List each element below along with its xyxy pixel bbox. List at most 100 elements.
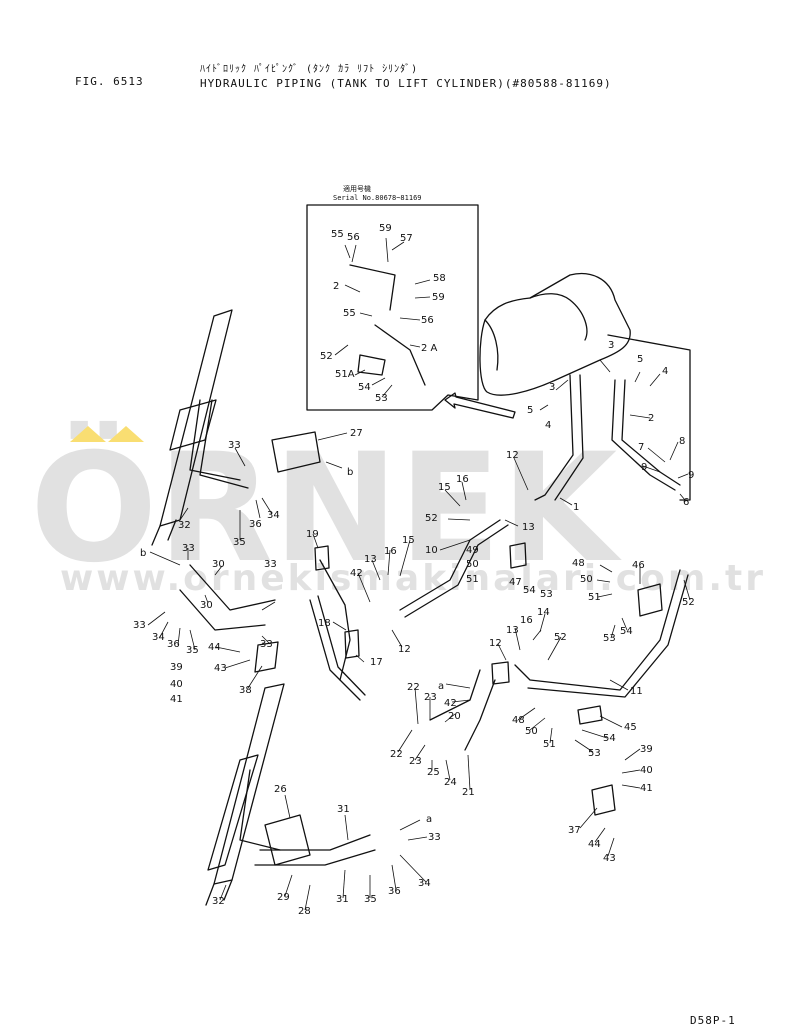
callout-c12b: 12 xyxy=(398,644,411,655)
callout-c39b: 39 xyxy=(640,744,653,755)
callout-c34a: 34 xyxy=(267,510,280,521)
callout-c18: 18 xyxy=(318,618,331,629)
hose-upper xyxy=(189,399,241,481)
figure-number: FIG. 6513 xyxy=(75,75,144,88)
callout-c34b: 34 xyxy=(152,632,165,643)
block-27 xyxy=(271,431,321,473)
callout-c23b: 23 xyxy=(409,756,422,767)
inset-tube-2 xyxy=(349,264,396,311)
callout-c15a: 15 xyxy=(438,482,451,493)
callout-c54a: 54 xyxy=(523,585,536,596)
callout-c14: 14 xyxy=(537,607,550,618)
bracket-38 xyxy=(254,641,279,673)
callout-c35c: 35 xyxy=(364,894,377,905)
callout-c44b: 44 xyxy=(588,839,601,850)
callout-c43a: 43 xyxy=(214,663,227,674)
callout-c40b: 40 xyxy=(640,765,653,776)
callout-c21: 21 xyxy=(462,787,475,798)
callout-c31a: 31 xyxy=(337,804,350,815)
callout-c17: 17 xyxy=(370,657,383,668)
callout-c50a: 50 xyxy=(466,559,479,570)
watermark-accent-right xyxy=(108,426,144,442)
callout-c24: 24 xyxy=(444,777,457,788)
callout-c12c: 12 xyxy=(489,638,502,649)
lift-cylinder-lower xyxy=(205,683,285,906)
callout-c36a: 36 xyxy=(249,519,262,530)
bracket-45 xyxy=(577,705,603,725)
callout-c48a: 48 xyxy=(572,558,585,569)
hose-upper-b xyxy=(199,399,249,489)
tube-18b xyxy=(317,595,366,696)
callout-c6: 6 xyxy=(683,497,689,508)
callout-c34c: 34 xyxy=(418,878,431,889)
callout-c59a: 59 xyxy=(379,223,392,234)
watermark-url: www.ornekismakinalari.com.tr xyxy=(60,558,766,599)
tube-1 xyxy=(534,374,574,501)
callout-c33a: 33 xyxy=(228,440,241,451)
callout-c5b: 5 xyxy=(527,405,533,416)
callout-c51b: 51 xyxy=(588,592,601,603)
callout-c16b: 16 xyxy=(384,546,397,557)
callout-c53a: 53 xyxy=(540,589,553,600)
callout-c16a: 16 xyxy=(456,474,469,485)
callout-c25: 25 xyxy=(427,767,440,778)
callout-c55b: 55 xyxy=(343,308,356,319)
callout-cb2: b xyxy=(140,548,146,559)
callout-c47: 47 xyxy=(509,577,522,588)
callout-c10: 10 xyxy=(425,545,438,556)
callout-c20: 20 xyxy=(448,711,461,722)
callout-c12a: 12 xyxy=(506,450,519,461)
callout-c33d: 33 xyxy=(260,639,273,650)
callout-c4a: 4 xyxy=(662,366,668,377)
callout-c22a: 22 xyxy=(407,682,420,693)
callout-c53i: 53 xyxy=(375,393,388,404)
callout-c58: 58 xyxy=(433,273,446,284)
watermark-brand: ÖRNEK xyxy=(30,420,622,596)
bracket-47 xyxy=(509,542,527,569)
callout-c16c: 16 xyxy=(520,615,533,626)
tube-21 xyxy=(464,679,496,751)
callout-c41a: 41 xyxy=(170,694,183,705)
inset-frame xyxy=(306,204,479,411)
callout-c51a: 51 xyxy=(466,574,479,585)
callout-c55a: 55 xyxy=(331,229,344,240)
hose-31b xyxy=(254,849,376,866)
callout-c33b: 33 xyxy=(182,543,195,554)
tube-11b xyxy=(527,574,689,698)
callout-c26: 26 xyxy=(274,784,287,795)
callout-c3b: 3 xyxy=(549,382,555,393)
clamp-17 xyxy=(344,629,360,659)
callout-c44a: 44 xyxy=(208,642,221,653)
inset-arrow xyxy=(444,392,516,419)
callout-c35b: 35 xyxy=(186,645,199,656)
callout-c23a: 23 xyxy=(424,692,437,703)
callout-c7: 7 xyxy=(638,442,644,453)
callout-c49: 49 xyxy=(466,545,479,556)
callout-c59b: 59 xyxy=(432,292,445,303)
block-12 xyxy=(491,661,510,685)
inset-bracket-51A xyxy=(357,354,386,376)
page-id: D58P-1 xyxy=(690,1014,736,1027)
callout-c28: 28 xyxy=(298,906,311,917)
tube-18 xyxy=(309,599,361,701)
callout-c2A: 2 A xyxy=(421,343,438,354)
callout-c35a: 35 xyxy=(233,537,246,548)
callout-c5a: 5 xyxy=(637,354,643,365)
tube-2 xyxy=(611,379,676,491)
callout-c31b: 31 xyxy=(336,894,349,905)
callout-c32b: 32 xyxy=(212,896,225,907)
tube-10b xyxy=(404,524,509,618)
callout-c33e: 33 xyxy=(133,620,146,631)
callout-c50b: 50 xyxy=(580,574,593,585)
callout-c54b: 54 xyxy=(620,626,633,637)
serial-header: 適用号機 xyxy=(343,185,371,193)
callout-cb1: b xyxy=(347,467,353,478)
callout-c57: 57 xyxy=(400,233,413,244)
callout-c52b: 52 xyxy=(682,597,695,608)
callout-c9b: 9 xyxy=(688,470,694,481)
tube-11 xyxy=(514,569,681,691)
watermark: ÖRNEK www.ornekismakinalari.com.tr xyxy=(30,420,766,599)
callout-c42a: 42 xyxy=(350,568,363,579)
hose-30 xyxy=(189,564,276,611)
